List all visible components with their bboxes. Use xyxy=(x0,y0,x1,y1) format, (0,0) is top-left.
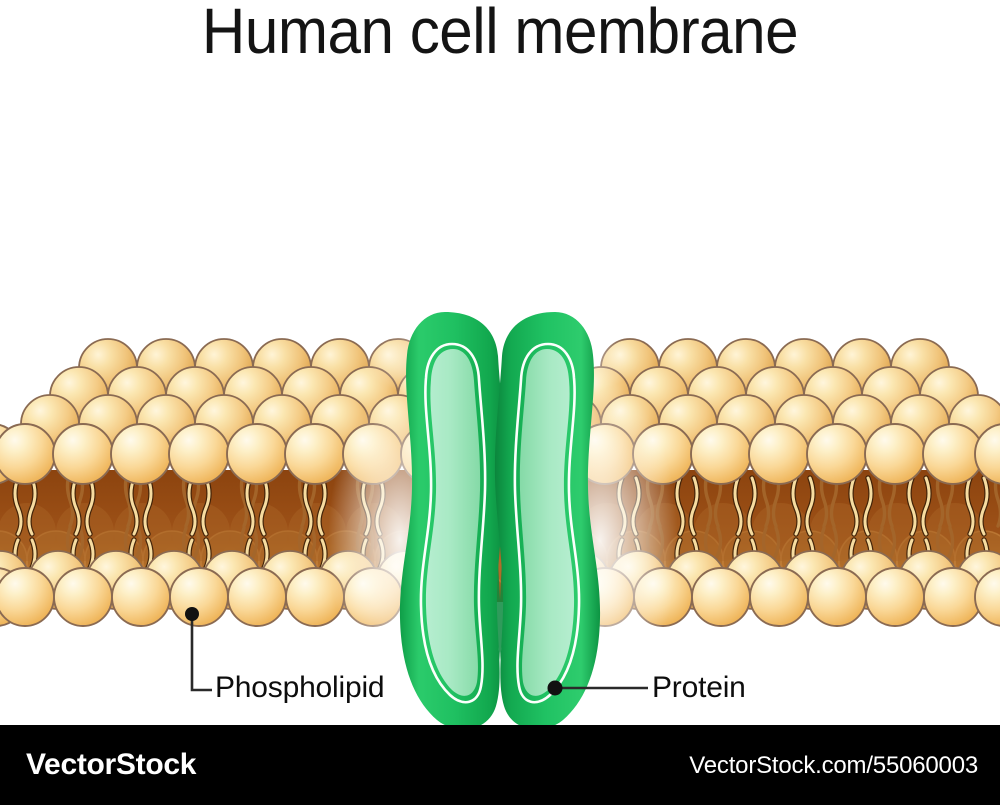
leader-lines xyxy=(185,607,648,696)
phospholipid-leader-dot xyxy=(185,607,199,621)
protein-label: Protein xyxy=(652,671,746,704)
channel-protein-front-lobe-right xyxy=(494,312,601,725)
protein-leader-dot xyxy=(547,680,563,696)
vectorstock-brand: VectorStock xyxy=(26,748,197,781)
channel-protein-front-lobe-left xyxy=(399,312,506,725)
phospholipid-heads-bottom-front xyxy=(0,567,1000,627)
vectorstock-url: VectorStock.com/55060003 xyxy=(689,752,978,779)
page-title: Human cell membrane xyxy=(201,0,799,67)
watermark-bar xyxy=(0,725,1000,805)
phospholipid-label: Phospholipid xyxy=(215,671,385,704)
phospholipid-leader-line xyxy=(190,614,212,692)
